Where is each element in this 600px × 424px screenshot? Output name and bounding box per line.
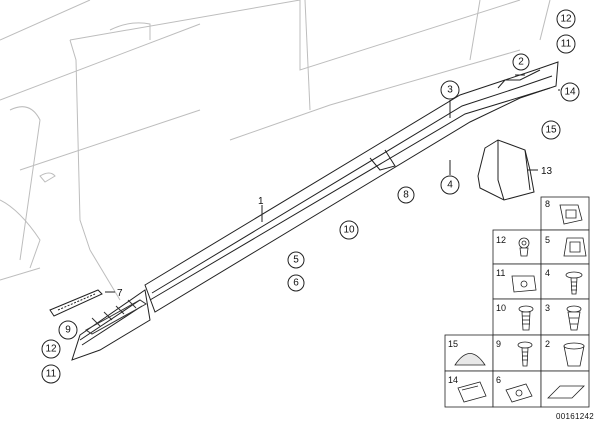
svg-text:9: 9 (496, 339, 501, 349)
svg-text:12: 12 (560, 14, 572, 25)
callout-11-rear: 11 (556, 34, 576, 54)
svg-text:14: 14 (564, 87, 576, 98)
callout-3: 3 (440, 80, 460, 100)
nut-part-12 (518, 237, 530, 257)
svg-text:12: 12 (45, 344, 57, 355)
label-1: 1 (258, 196, 264, 207)
svg-text:11: 11 (496, 268, 505, 278)
svg-text:6: 6 (496, 375, 501, 385)
cap-part-15 (454, 353, 486, 366)
label-13: 13 (541, 166, 553, 177)
callout-14: 14 (560, 82, 580, 102)
svg-text:12: 12 (496, 235, 506, 245)
svg-text:5: 5 (293, 255, 299, 266)
callout-9: 9 (58, 320, 78, 340)
callout-15: 15 (541, 120, 561, 140)
callout-6: 6 (287, 274, 305, 292)
callout-12-front: 12 (41, 339, 61, 359)
clip-part-8 (559, 204, 583, 225)
svg-text:10: 10 (496, 303, 506, 313)
svg-text:11: 11 (46, 369, 57, 380)
callout-5: 5 (287, 251, 305, 269)
front-sill-endpiece (71, 289, 151, 361)
leader-lines (261, 74, 560, 222)
svg-text:8: 8 (403, 190, 409, 201)
car-body-outline (0, 0, 551, 301)
svg-text:5: 5 (545, 235, 550, 245)
svg-text:9: 9 (65, 325, 71, 336)
foam-strip-part (547, 385, 585, 399)
nut-part-11 (511, 275, 537, 293)
screw-part-4 (565, 271, 583, 295)
screw-part-9 (517, 341, 533, 367)
svg-text:3: 3 (447, 85, 453, 96)
svg-text:2: 2 (545, 339, 550, 349)
clip-part-5 (563, 237, 587, 257)
callout-10: 10 (339, 220, 359, 240)
trim-strip-part-7 (49, 289, 103, 317)
grid-numbers: 8 12 5 11 4 10 3 15 9 2 14 6 (448, 199, 550, 385)
svg-text:2: 2 (518, 57, 524, 68)
grommet-part-2 (563, 342, 585, 367)
nut-part-6 (505, 383, 533, 403)
document-number: 00161242 (556, 412, 594, 421)
svg-text:14: 14 (448, 375, 458, 385)
svg-text:6: 6 (293, 278, 299, 289)
label-7: 7 (117, 288, 123, 299)
parts-grid (444, 196, 590, 408)
callout-2: 2 (512, 53, 530, 71)
svg-text:15: 15 (545, 125, 557, 136)
svg-text:15: 15 (448, 339, 458, 349)
front-sill-brackets (85, 299, 147, 335)
side-sill-panel (144, 61, 559, 313)
callout-4: 4 (440, 175, 460, 195)
plug-part-3 (566, 305, 582, 331)
svg-text:10: 10 (343, 225, 355, 236)
callout-11-front: 11 (41, 364, 61, 384)
svg-text:8: 8 (545, 199, 550, 209)
svg-text:3: 3 (545, 303, 550, 313)
screw-part-10 (518, 305, 534, 331)
svg-text:4: 4 (447, 180, 453, 191)
callout-12-rear: 12 (556, 9, 576, 29)
clip-part-14 (457, 381, 487, 403)
svg-text:4: 4 (545, 268, 550, 278)
callout-8: 8 (397, 186, 415, 204)
svg-text:11: 11 (561, 39, 572, 50)
rear-bracket-part-13 (477, 139, 535, 201)
